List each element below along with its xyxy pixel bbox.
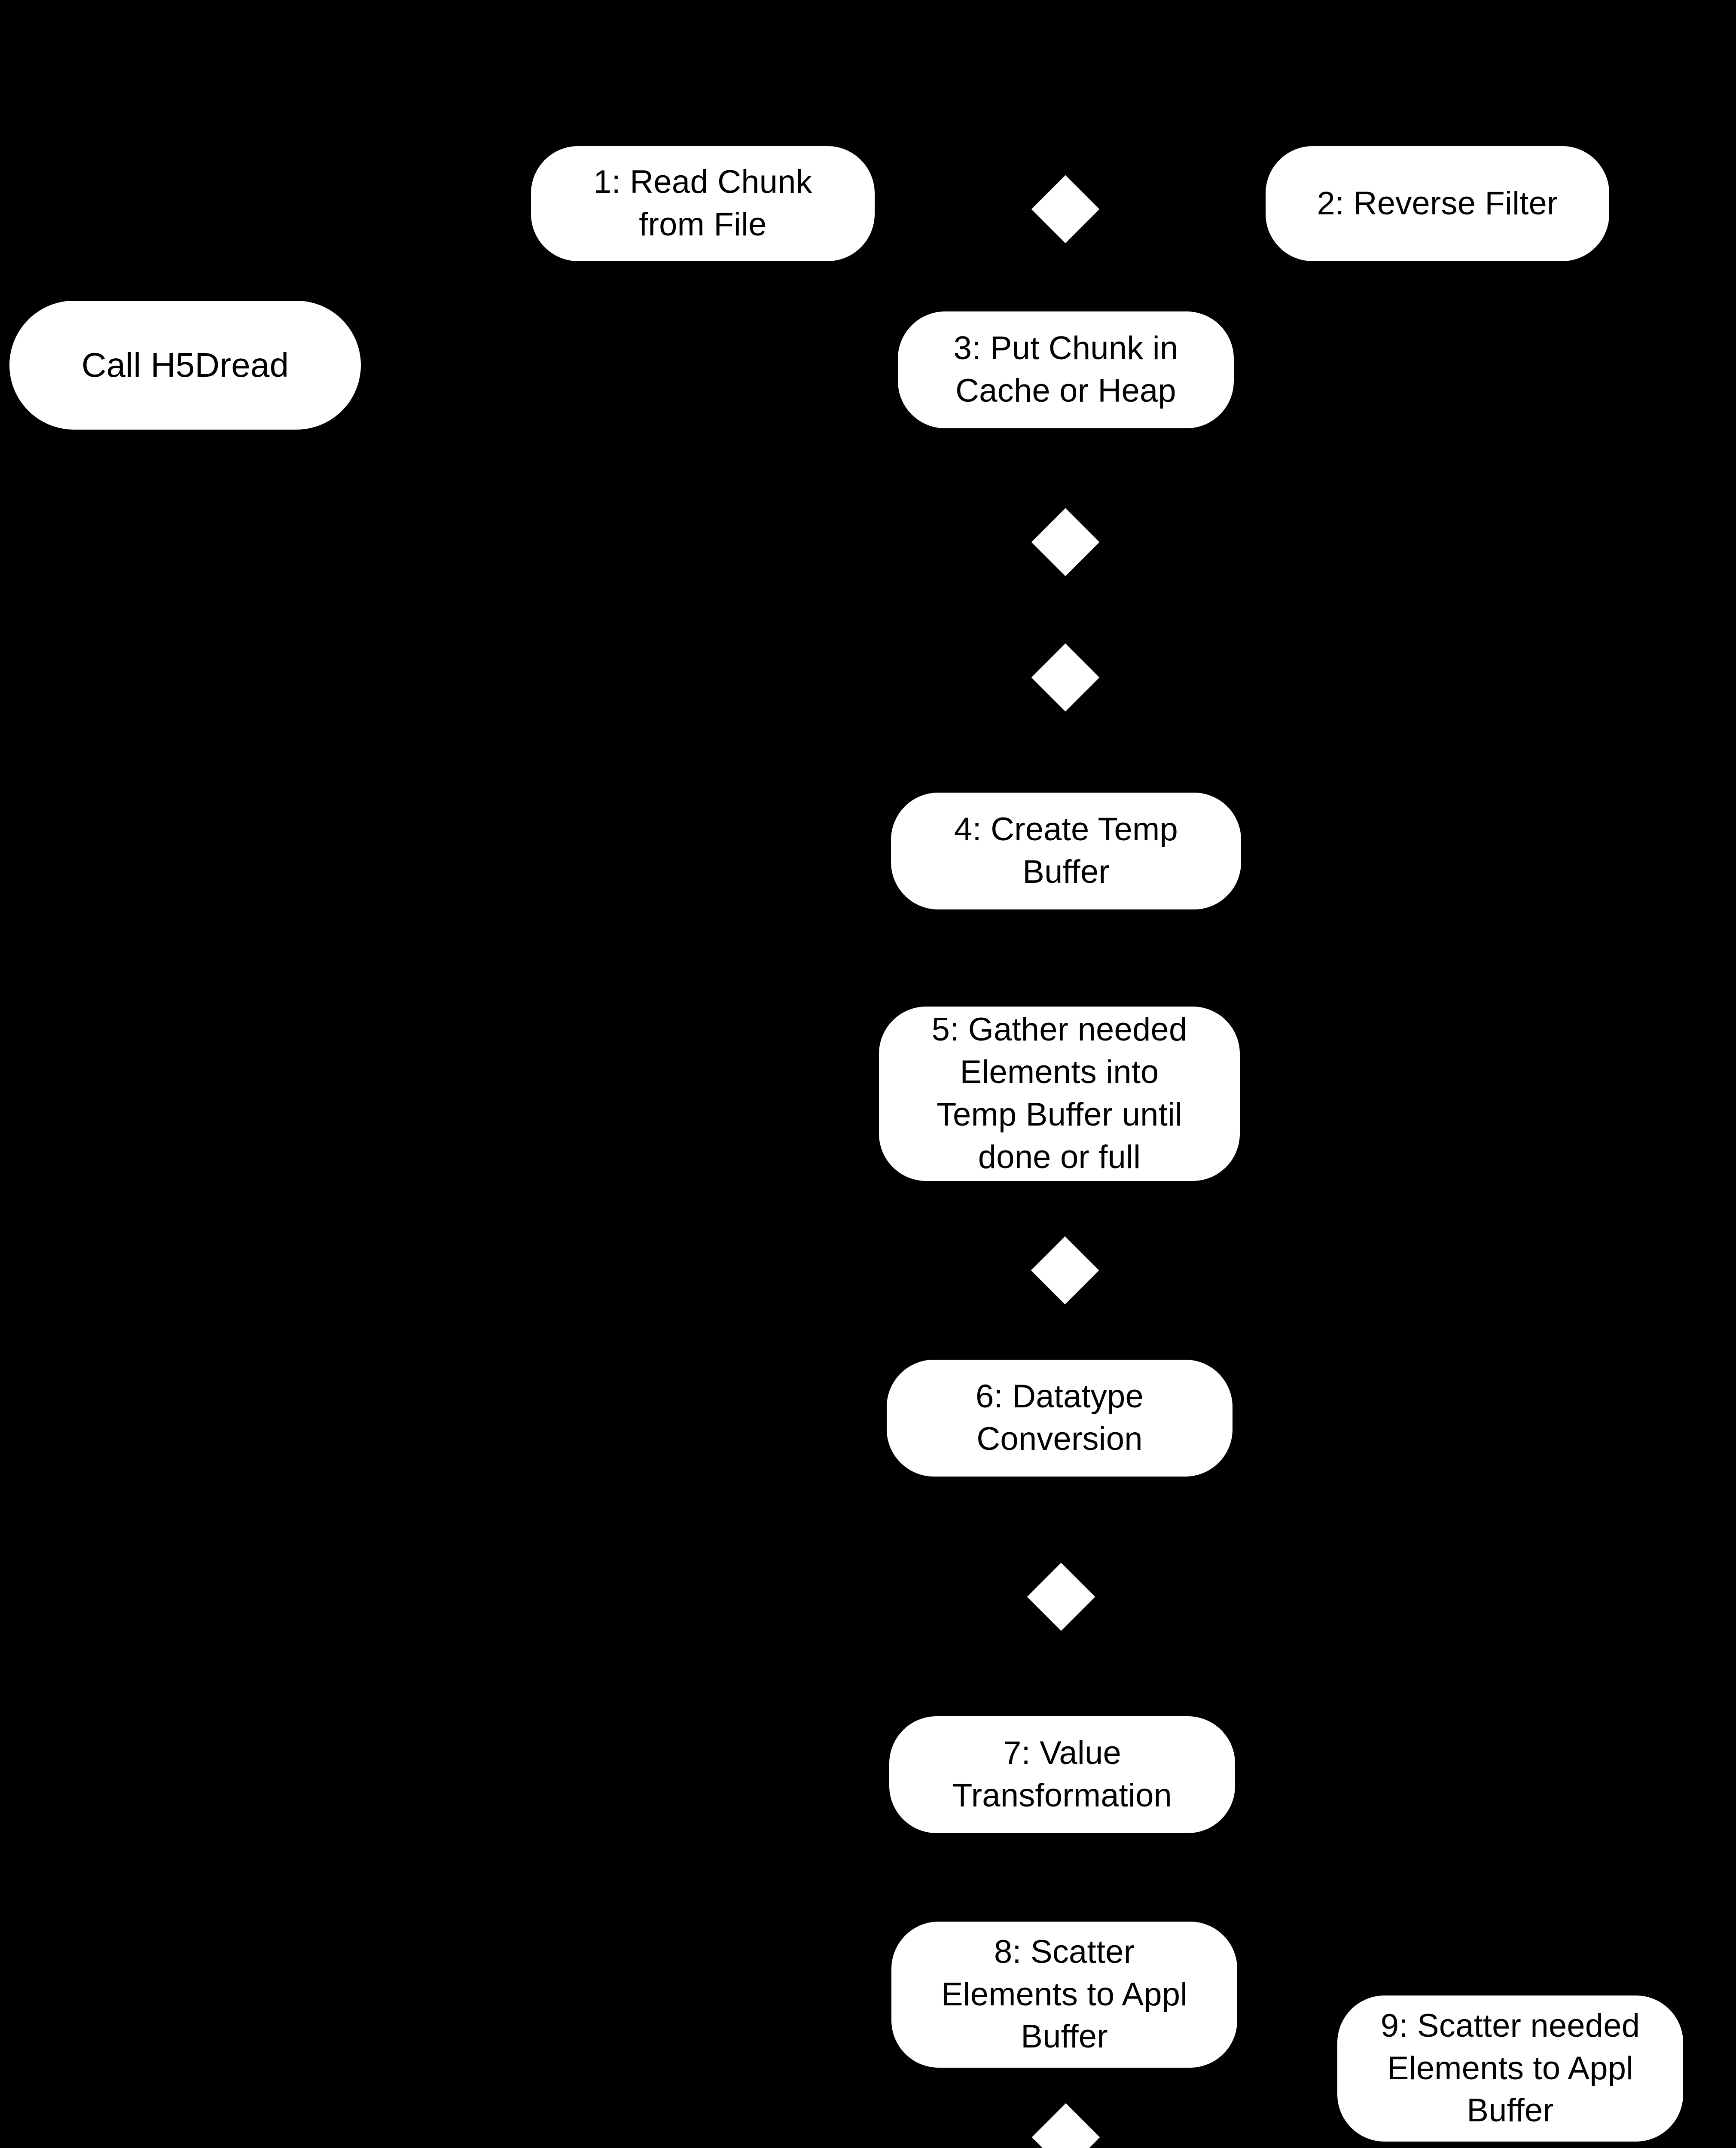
flow-node-step-4[interactable]: 4: Create Temp Buffer	[891, 793, 1241, 909]
diamond-marker-after-3a-icon	[1031, 508, 1100, 577]
flow-node-step-7[interactable]: 7: Value Transformation	[889, 1716, 1235, 1833]
flow-node-step-5[interactable]: 5: Gather needed Elements into Temp Buff…	[879, 1007, 1240, 1181]
flow-node-step-9[interactable]: 9: Scatter needed Elements to Appl Buffe…	[1337, 1995, 1683, 2142]
flow-node-step-6[interactable]: 6: Datatype Conversion	[887, 1360, 1233, 1477]
diamond-marker-after-3b-icon	[1031, 643, 1100, 712]
diamond-marker-after-8-icon	[1031, 2103, 1100, 2148]
flow-node-step-8[interactable]: 8: Scatter Elements to Appl Buffer	[891, 1922, 1237, 2068]
diamond-marker-after-6-icon	[1027, 1562, 1095, 1631]
diamond-marker-after-5-icon	[1031, 1236, 1099, 1305]
flow-node-call-h5dread[interactable]: Call H5Dread	[9, 301, 361, 430]
flow-node-step-1[interactable]: 1: Read Chunk from File	[531, 146, 875, 261]
diamond-marker-top-icon	[1031, 175, 1100, 244]
flow-node-step-3[interactable]: 3: Put Chunk in Cache or Heap	[898, 311, 1234, 428]
flow-node-step-2[interactable]: 2: Reverse Filter	[1266, 146, 1609, 261]
